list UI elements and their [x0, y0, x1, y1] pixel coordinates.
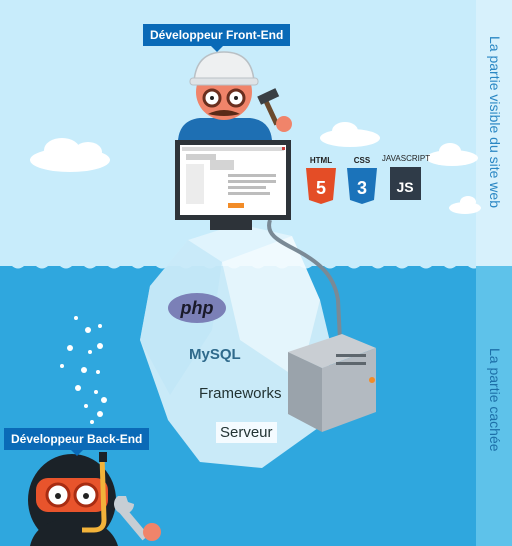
svg-text:JS: JS — [396, 179, 413, 195]
iceberg-facet — [222, 236, 320, 380]
monitor-icon — [175, 140, 291, 230]
front-end-developer-figure — [178, 51, 292, 140]
php-logo: php — [168, 293, 226, 323]
visible-part-label: La partie visible du site web — [487, 36, 503, 208]
hard-hat-icon — [189, 51, 259, 86]
back-end-developer-label: Développeur Back-End — [4, 428, 150, 456]
hidden-part-label: La partie cachée — [487, 348, 503, 452]
javascript-icon: JS — [390, 167, 421, 200]
css-caption: CSS — [353, 156, 371, 165]
svg-text:5: 5 — [316, 178, 326, 198]
back-end-developer-figure — [28, 452, 161, 546]
network-cable — [267, 219, 342, 341]
html-caption: HTML — [309, 156, 333, 165]
side-panel-hidden — [476, 266, 512, 546]
javascript-caption: JAVASCRIPT — [381, 154, 431, 163]
cloud-icon — [30, 138, 110, 172]
cloud-icon — [426, 143, 478, 166]
server-icon — [288, 334, 376, 432]
bubble-icon — [60, 316, 107, 424]
hammer-icon — [257, 88, 280, 126]
frameworks-label: Frameworks — [199, 385, 282, 402]
svg-text:3: 3 — [357, 178, 367, 198]
html5-icon: 5 — [306, 168, 336, 204]
snorkel-mask-icon — [36, 452, 108, 533]
front-end-developer-label: Développeur Front-End — [143, 24, 291, 52]
css3-icon: 3 — [347, 168, 377, 204]
mysql-logo: MySQL — [189, 346, 241, 363]
side-panel-visible — [476, 0, 512, 266]
wrench-icon — [114, 496, 149, 541]
cloud-icon — [449, 196, 481, 214]
server-label: Serveur — [216, 422, 277, 443]
cloud-icon — [320, 122, 380, 147]
